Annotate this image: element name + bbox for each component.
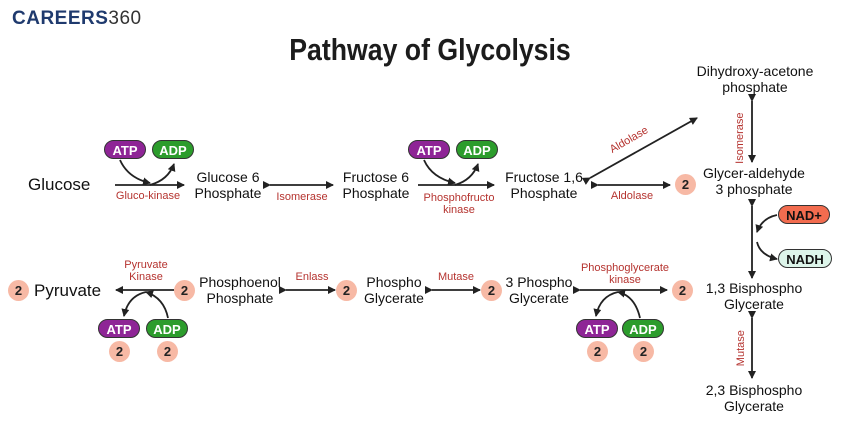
count-2-adp-pgk: 2 (633, 341, 654, 362)
careers360-logo: CAREERS360 (12, 8, 142, 29)
count-2-adp-pyruvate: 2 (157, 341, 178, 362)
arrow-f16bp-dhap (581, 117, 698, 185)
arrow-nadh-out (756, 241, 778, 262)
count-2-pg3: 2 (481, 280, 502, 301)
enzyme-mutase: Mutase (437, 271, 475, 283)
count-2-bpg13: 2 (672, 280, 693, 301)
enzyme-glucokinase: Gluco-kinase (115, 190, 181, 202)
enzyme-bisphosphoglycerate-mutase: Mutase (734, 330, 747, 367)
adp-pill-pfk: ADP (456, 140, 498, 159)
count-2-g3p: 2 (675, 174, 696, 195)
arrow-adp-out-2 (454, 163, 480, 186)
adp-pill-pgk: ADP (622, 319, 664, 338)
nad-plus-pill: NAD+ (778, 205, 830, 224)
count-2-pg: 2 (336, 280, 357, 301)
enzyme-enolase: Enlass (295, 271, 329, 283)
arrow-adp-in-bottom (617, 289, 641, 319)
count-2-atp-pyruvate: 2 (109, 341, 130, 362)
arrow-adp-out-1 (149, 163, 176, 186)
enzyme-aldolase-lower: Aldolase (610, 190, 654, 202)
count-2-atp-pgk: 2 (587, 341, 608, 362)
arrow-atp-out-pyr (121, 291, 147, 317)
adp-pill-pyruvate-kinase: ADP (146, 319, 188, 338)
arrow-adp-in-pyr (145, 290, 169, 319)
diagram-title: Pathway of Glycolysis (289, 32, 571, 67)
atp-pill-pfk: ATP (408, 140, 450, 159)
atp-pill-pyruvate-kinase: ATP (98, 319, 140, 338)
enzyme-isomerase: Isomerase (276, 191, 328, 203)
arrow-atp-out-bottom (593, 291, 619, 317)
adp-pill-glucokinase: ADP (152, 140, 194, 159)
atp-pill-pgk: ATP (576, 319, 618, 338)
node-pyruvate: Pyruvate (34, 281, 102, 300)
node-glucose: Glucose (28, 175, 91, 194)
arrow-atp-in-1 (119, 159, 151, 186)
arrow-atp-in-2 (423, 159, 456, 186)
enzyme-triose-isomerase: Isomerase (733, 112, 746, 164)
count-2-pep: 2 (174, 280, 195, 301)
arrow-nad-in (755, 214, 778, 233)
count-2-pyruvate: 2 (8, 280, 29, 301)
atp-pill-glucokinase: ATP (104, 140, 146, 159)
nadh-pill: NADH (778, 249, 832, 268)
